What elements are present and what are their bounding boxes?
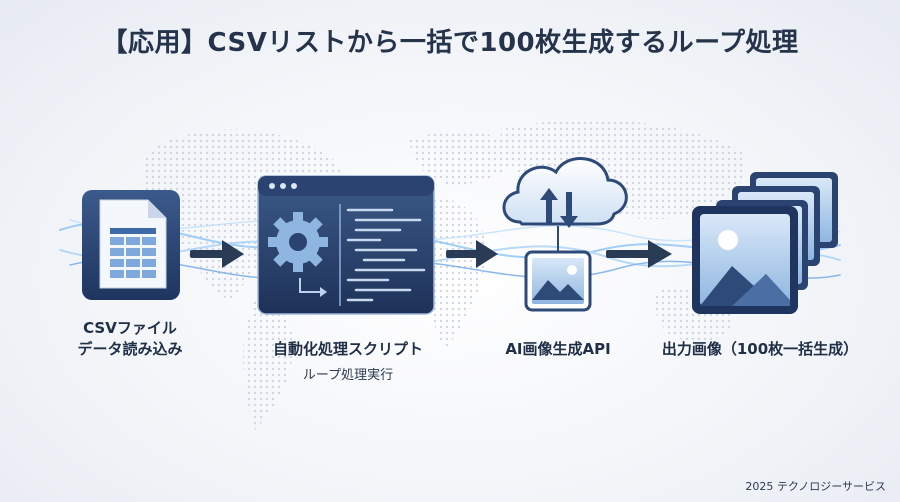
step-output-label: 出力画像（100枚一括生成） (661, 340, 859, 358)
script-window-icon (257, 175, 435, 315)
step-script-sublabel: ループ処理実行 (302, 368, 394, 383)
step-script-label: 自動化処理スクリプト (272, 340, 423, 358)
arrow-right-icon (606, 240, 672, 268)
step-csv-label-line2: データ読み込み (77, 340, 183, 358)
csv-file-icon (82, 190, 180, 300)
footer-credit: 2025 テクノロジーサービス (745, 480, 886, 493)
step-csv-label: CSVファイル データ読み込み (50, 318, 210, 360)
page-title: 【応用】CSVリストから一括で100枚生成するループ処理 (101, 28, 799, 58)
stacked-images-icon (692, 172, 838, 314)
gear-icon (268, 212, 328, 272)
step-api-label: AI画像生成API (505, 340, 611, 358)
arrow-right-icon (446, 240, 498, 268)
arrow-right-icon (190, 240, 244, 268)
step-csv-label-line1: CSVファイル (83, 319, 177, 337)
image-icon (524, 250, 592, 312)
cloud-api-icon (502, 157, 628, 312)
